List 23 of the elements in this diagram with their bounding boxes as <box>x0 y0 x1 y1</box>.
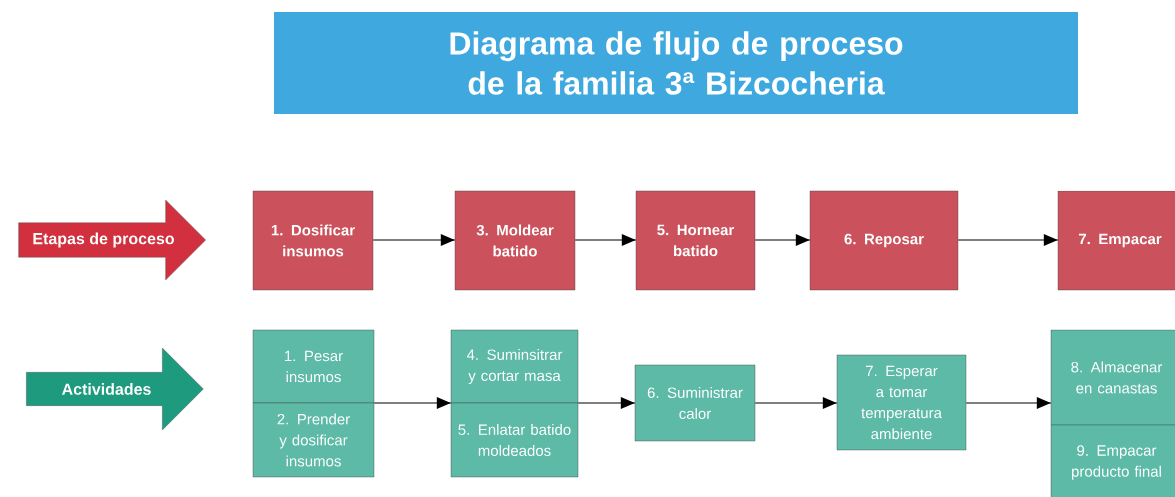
activity-box: 4. Suminsitrar y cortar masa <box>450 329 579 404</box>
activity-box: 9. Empacar producto final <box>1050 424 1175 497</box>
arrow <box>577 397 636 409</box>
process-box: 1. Dosificar insumos <box>252 190 374 291</box>
activity-box: 8. Almacenar en canastas <box>1050 329 1175 426</box>
arrow <box>574 234 637 246</box>
activity-box: 1. Pesar insumos <box>252 329 375 404</box>
process-box: 7. Empacar <box>1057 190 1175 291</box>
activity-box: 5. Enlatar batido moldeados <box>450 402 579 478</box>
title-banner: Diagrama de flujo de proceso de la familia 3ª Bizcocheria <box>274 12 1078 114</box>
arrow <box>965 397 1052 409</box>
node-label: 8. Almacenar en canastas <box>1071 361 1163 394</box>
arrow <box>754 397 838 409</box>
activity-box: 6. Suministrar calor <box>634 364 756 442</box>
arrow <box>372 234 456 246</box>
activity-box: 7. Esperar a tomar temperatura ambiente <box>836 354 967 451</box>
activity-box: 2. Prender y dosificar insumos <box>252 402 375 478</box>
process-box: 3. Moldear batido <box>454 190 576 291</box>
process-box: 5. Hornear batido <box>635 190 756 291</box>
process-box: 6. Reposar <box>809 190 959 291</box>
arrow <box>754 234 811 246</box>
arrow <box>373 397 452 409</box>
arrow <box>957 234 1059 246</box>
